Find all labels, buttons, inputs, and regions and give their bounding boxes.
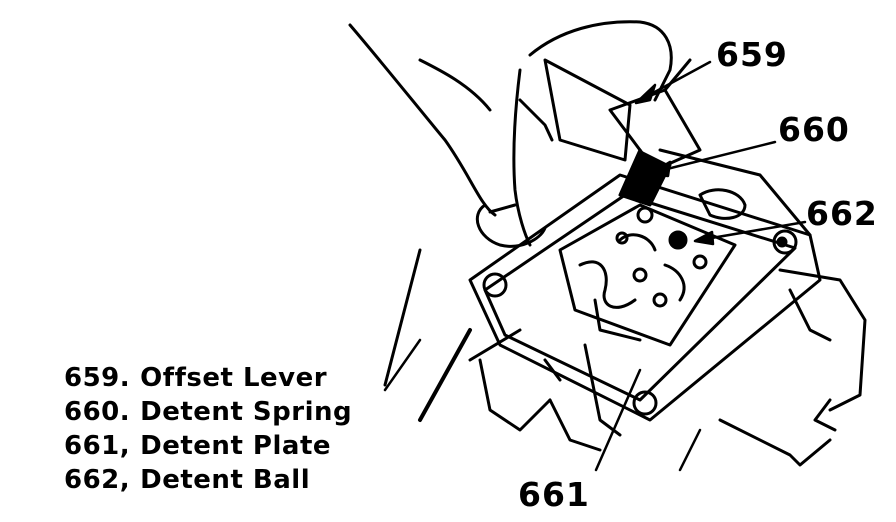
legend-number: 662,	[64, 465, 131, 495]
legend-label: Detent Plate	[140, 431, 331, 461]
legend-item-660: 660. Detent Spring	[64, 395, 362, 429]
leader-lines	[383, 60, 807, 472]
legend-item-659: 659. Offset Lever	[64, 361, 362, 395]
legend-number: 660.	[64, 397, 131, 427]
callout-662: 662	[806, 194, 878, 233]
legend-label: Detent Spring	[140, 397, 353, 427]
housing-drawing	[468, 148, 867, 467]
legend-number: 659.	[64, 363, 131, 393]
offset-lever-drawing	[608, 58, 702, 207]
parts-legend: 659. Offset Lever 660. Detent Spring 661, D…	[64, 361, 362, 497]
detent-plate-drawing	[558, 203, 737, 347]
callout-659: 659	[716, 35, 788, 74]
legend-label: Detent Ball	[140, 465, 311, 495]
callout-660: 660	[778, 110, 850, 149]
hand-drawing	[348, 20, 673, 248]
legend-item-662: 662, Detent Ball	[64, 463, 362, 497]
legend-item-661: 661, Detent Plate	[64, 429, 362, 463]
legend-number: 661,	[64, 431, 131, 461]
legend-label: Offset Lever	[140, 363, 328, 393]
callout-661: 661	[518, 475, 590, 514]
